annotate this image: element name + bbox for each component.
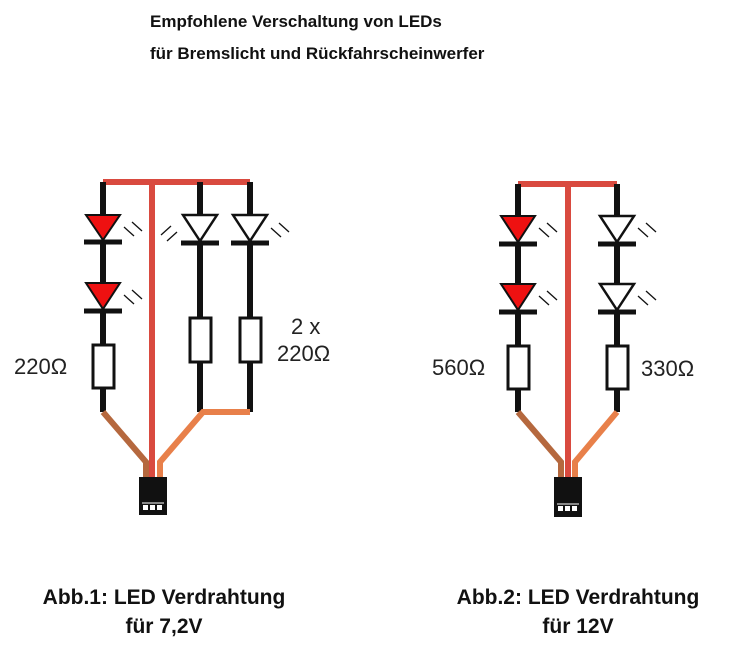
fig2-branch-right: [597, 184, 657, 412]
resistor: [188, 316, 213, 364]
resistor: [506, 344, 531, 391]
fig2-wire-brown: [515, 410, 564, 478]
fig2-caption-2: für 12V: [542, 615, 613, 638]
title-line-2: für Bremslicht und Rückfahrscheinwerfer: [150, 44, 485, 63]
figure-2: 560Ω 330Ω Abb.2: LED Verdrahtung für 12V: [432, 181, 700, 638]
led-white: [597, 214, 637, 245]
fig2-resistor-right-label: 330Ω: [641, 356, 694, 381]
fig1-wire-orange: [157, 409, 250, 478]
led-white: [597, 282, 637, 313]
fig2-caption-1: Abb.2: LED Verdrahtung: [457, 586, 700, 609]
fig1-resistor-left-label: 220Ω: [14, 354, 67, 379]
led-red: [499, 215, 537, 244]
fig1-branch-right: [230, 182, 290, 412]
resistor: [91, 343, 116, 390]
resistor: [605, 344, 630, 391]
fig2-resistor-left-label: 560Ω: [432, 355, 485, 380]
fig1-branch-left: [84, 182, 143, 412]
fig2-branch-left: [499, 184, 558, 412]
figure-1: 220Ω 2 x 220Ω Abb.1: LED Verdrahtung für…: [14, 179, 330, 638]
fig2-wire-orange: [572, 410, 620, 478]
fig1-resistor-right-label-1: 2 x: [291, 314, 320, 339]
led-red: [84, 282, 122, 311]
fig1-connector: [139, 477, 167, 515]
led-white: [230, 213, 270, 244]
title-line-1: Empfohlene Verschaltung von LEDs: [150, 12, 442, 31]
fig1-branch-middle: [160, 182, 220, 412]
fig1-caption-1: Abb.1: LED Verdrahtung: [43, 586, 286, 609]
fig2-connector: [554, 477, 582, 517]
led-red: [84, 214, 122, 242]
fig1-caption-2: für 7,2V: [125, 615, 202, 638]
led-red: [499, 283, 537, 312]
led-white: [180, 213, 220, 244]
fig1-resistor-right-label-2: 220Ω: [277, 341, 330, 366]
fig1-wire-brown: [100, 410, 149, 478]
resistor: [238, 316, 263, 364]
